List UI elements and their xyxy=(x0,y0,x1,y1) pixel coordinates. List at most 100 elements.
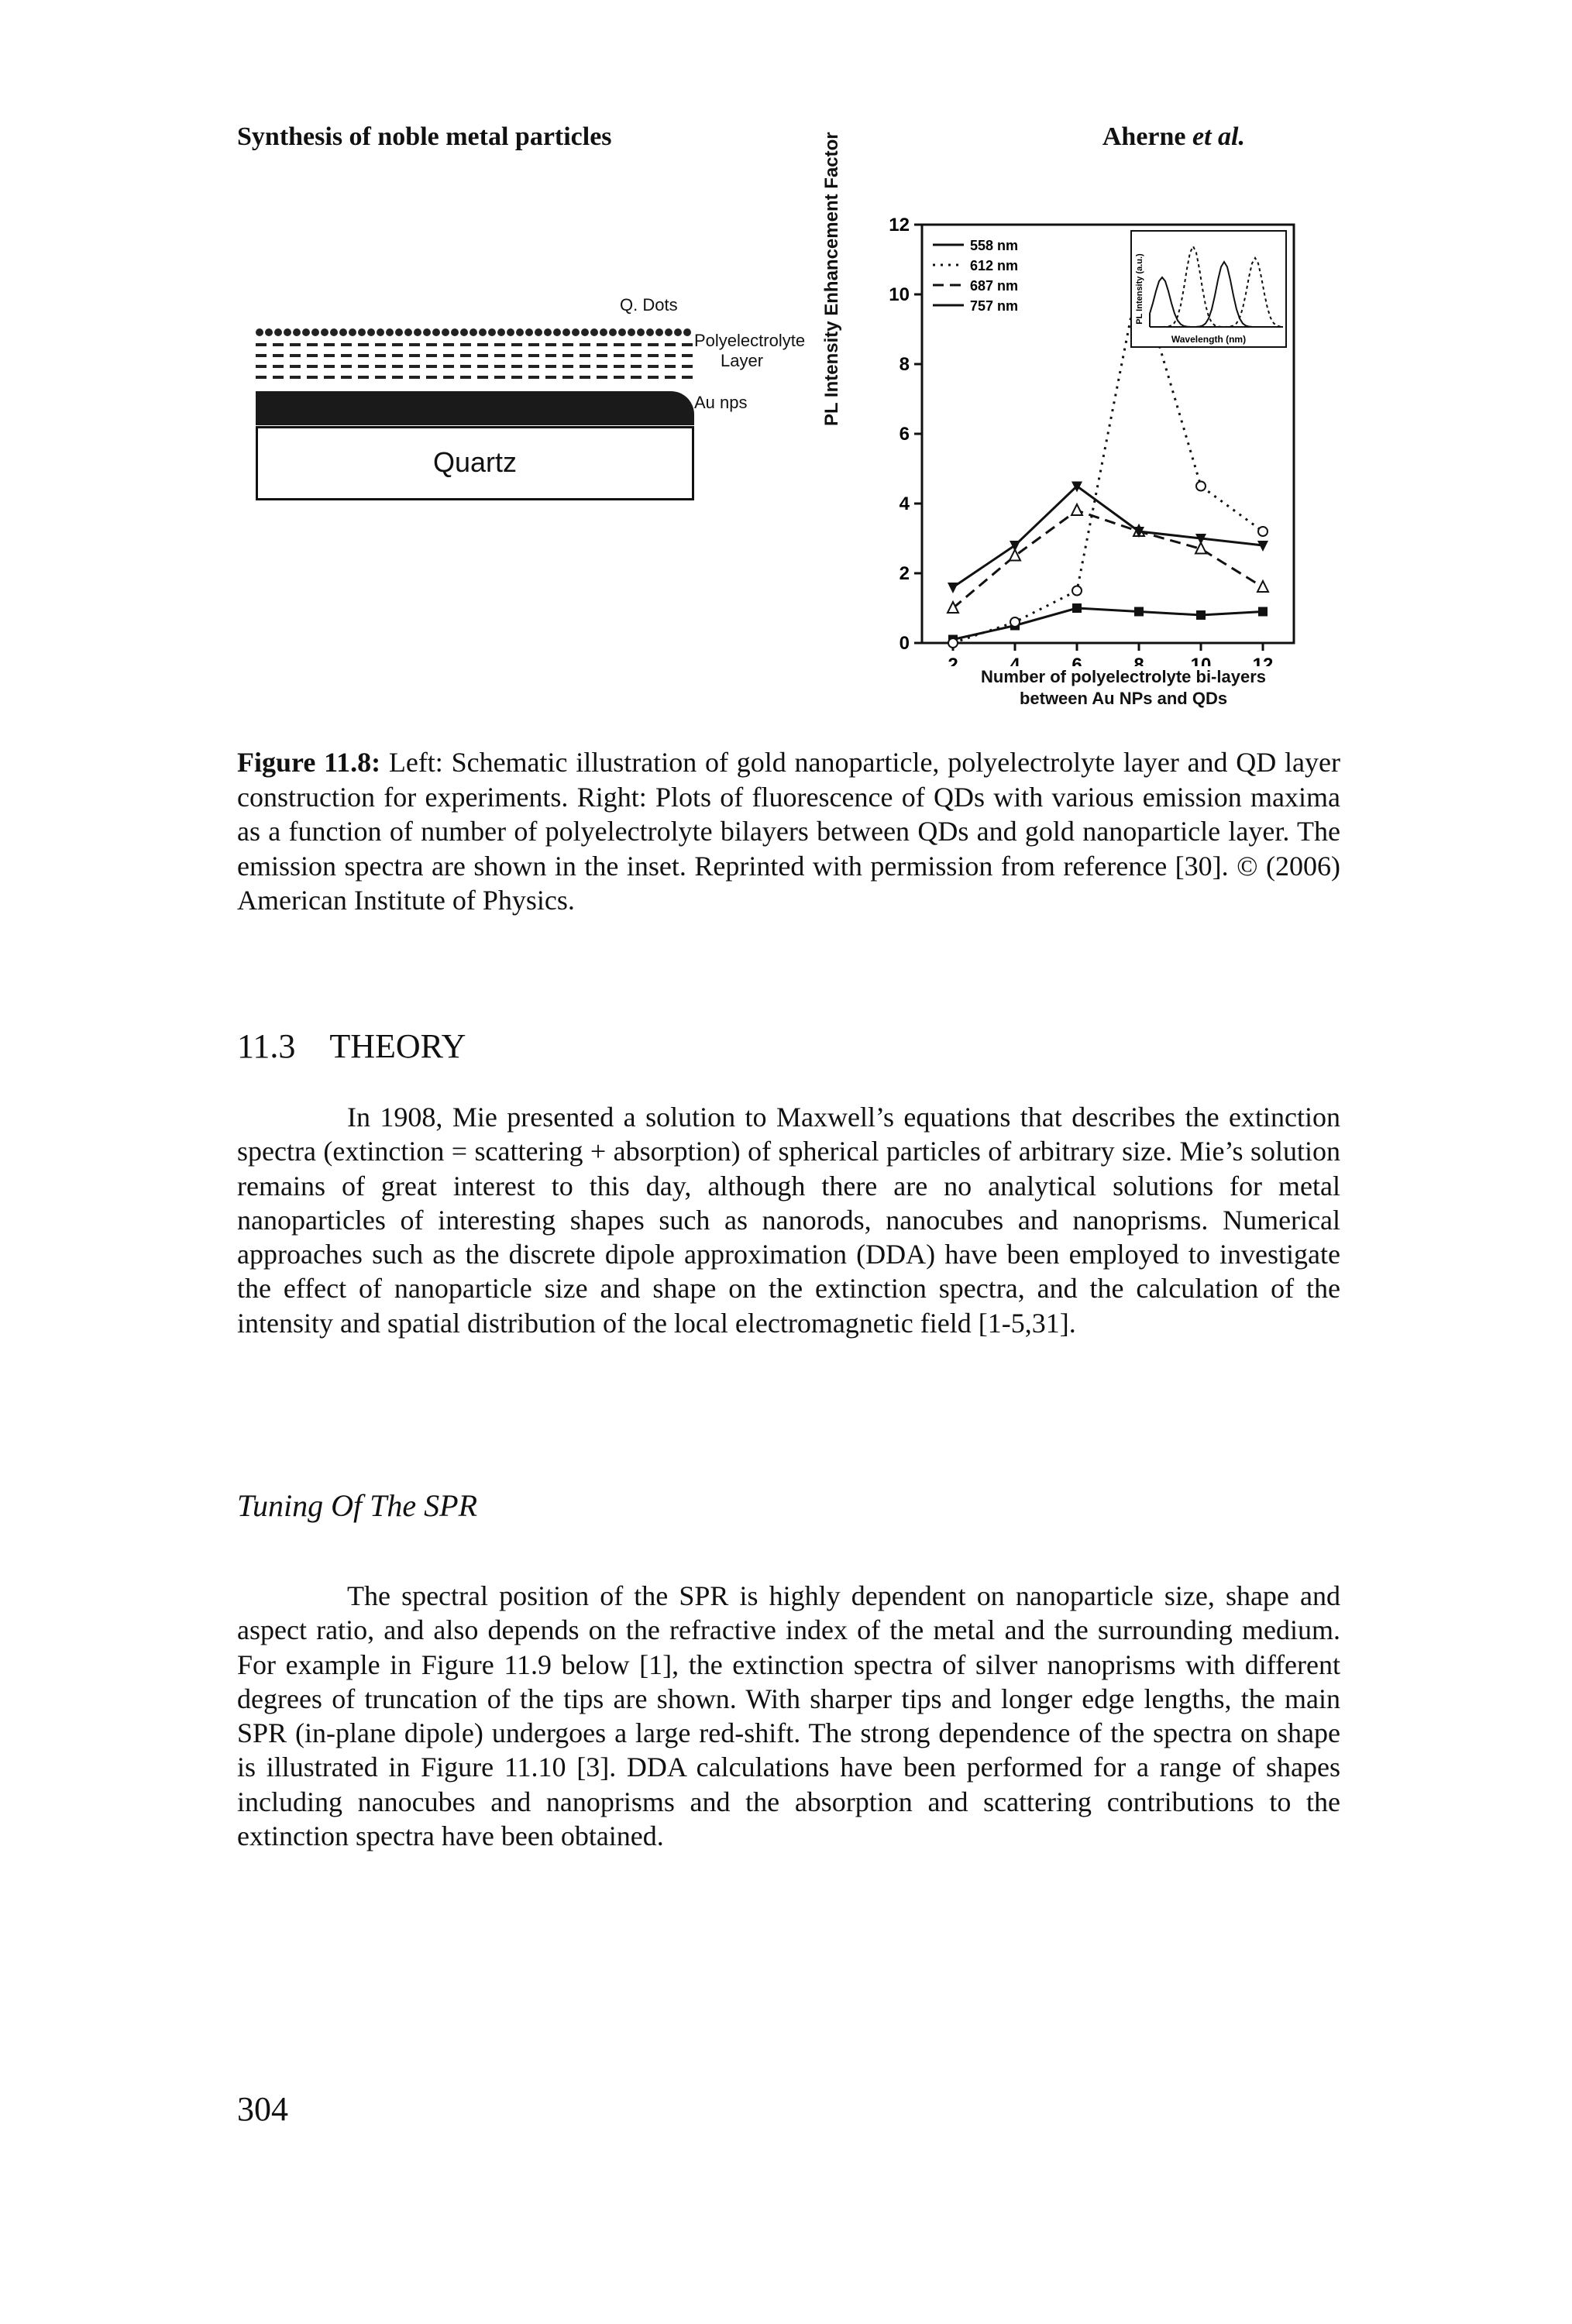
data-point xyxy=(1070,502,1084,516)
qd-dot xyxy=(367,328,375,336)
qd-dot xyxy=(674,328,682,336)
polyelectrolyte-layers xyxy=(256,343,694,379)
x-tick-label: 12 xyxy=(1253,655,1274,666)
qd-dot xyxy=(590,328,598,336)
caption-text: Left: Schematic illustration of gold nan… xyxy=(237,747,1340,916)
data-point xyxy=(1196,610,1206,620)
legend-label: 687 nm xyxy=(970,278,1018,294)
qd-dot xyxy=(395,328,403,336)
qd-dot xyxy=(274,328,282,336)
section-heading: 11.3 THEORY xyxy=(237,1026,466,1066)
y-tick-label: 8 xyxy=(900,354,910,375)
inset-spectrum xyxy=(1150,256,1284,328)
data-point xyxy=(1072,481,1082,493)
qd-dot xyxy=(535,328,542,336)
x-tick-label: 10 xyxy=(1191,655,1212,666)
paragraph-spr-tuning: The spectral position of the SPR is high… xyxy=(237,1580,1340,1852)
qd-dot xyxy=(377,328,384,336)
data-point xyxy=(948,583,958,593)
qd-dot xyxy=(321,328,329,336)
paragraph-mie-theory: In 1908, Mie presented a solution to Max… xyxy=(237,1102,1340,1339)
qd-dot xyxy=(572,328,580,336)
data-point xyxy=(1256,579,1270,593)
qd-dot xyxy=(683,328,691,336)
qd-dot xyxy=(404,328,412,336)
qd-dot xyxy=(265,328,273,336)
data-point xyxy=(946,600,960,614)
author-name: Aherne xyxy=(1102,122,1186,151)
qd-dot xyxy=(470,328,477,336)
series-line-0 xyxy=(952,607,1264,641)
qd-dot xyxy=(497,328,505,336)
figure-label: Figure 11.8: xyxy=(237,747,381,778)
inset-spectrum xyxy=(1150,260,1283,328)
series-line-1 xyxy=(952,277,1264,645)
data-point xyxy=(948,638,958,648)
legend-label: 558 nm xyxy=(970,238,1018,253)
running-header-title: Synthesis of noble metal particles xyxy=(237,122,612,151)
qd-dot xyxy=(581,328,589,336)
subheading: Tuning Of The SPR xyxy=(237,1488,478,1523)
qd-dot xyxy=(637,328,645,336)
qd-dot xyxy=(646,328,654,336)
data-point xyxy=(1257,526,1268,537)
x-tick-label: 4 xyxy=(1010,655,1020,666)
page-number: 304 xyxy=(237,2090,288,2128)
qd-dot xyxy=(358,328,366,336)
series-line-2 xyxy=(952,509,1264,610)
data-point xyxy=(1257,541,1268,552)
qd-dot xyxy=(414,328,421,336)
x-axis-label-line1: Number of polyelectrolyte bi-layers xyxy=(981,667,1266,686)
qd-dot xyxy=(432,328,440,336)
inset-y-label: PL Intensity (a.u.) xyxy=(1135,253,1144,325)
author-etal: et al. xyxy=(1192,122,1245,151)
qd-dot xyxy=(423,328,431,336)
data-point xyxy=(1010,541,1020,552)
data-point xyxy=(1008,548,1022,562)
y-tick-label: 4 xyxy=(900,493,910,514)
qd-dot xyxy=(256,328,263,336)
qd-label: Q. Dots xyxy=(620,295,678,315)
data-point xyxy=(1195,480,1206,492)
y-tick-label: 2 xyxy=(900,563,910,584)
data-point xyxy=(1072,585,1082,596)
quartz-substrate xyxy=(256,426,694,500)
qd-dot xyxy=(618,328,626,336)
qd-dot xyxy=(562,328,570,336)
section-title: THEORY xyxy=(329,1027,466,1065)
y-tick-label: 10 xyxy=(889,284,910,305)
qd-dot xyxy=(311,328,319,336)
qd-dot xyxy=(544,328,552,336)
gold-nanoparticle-layer xyxy=(256,391,694,425)
chart-y-axis-label: PL Intensity Enhancement Factor xyxy=(821,132,842,426)
qd-dot xyxy=(655,328,663,336)
qd-dot xyxy=(460,328,468,336)
qd-dot xyxy=(386,328,394,336)
qd-dots-row xyxy=(256,328,691,336)
polyelectrolyte-label: Polyelectrolyte xyxy=(694,331,806,350)
data-point xyxy=(1194,541,1208,555)
data-point xyxy=(1134,607,1144,617)
qd-dot xyxy=(600,328,607,336)
data-point xyxy=(1133,527,1144,538)
chart-x-axis-label: Number of polyelectrolyte bi-layers betw… xyxy=(914,666,1333,710)
qd-dot xyxy=(525,328,533,336)
layer-schematic: Quartz Q. Dots Polyelectrolyte Layer Au … xyxy=(256,279,806,504)
legend-label: 757 nm xyxy=(970,298,1018,314)
qd-dot xyxy=(665,328,672,336)
x-tick-label: 8 xyxy=(1133,655,1144,666)
qd-dot xyxy=(339,328,347,336)
section-number: 11.3 xyxy=(237,1027,296,1065)
data-point xyxy=(1010,617,1020,627)
layer-label: Layer xyxy=(721,351,764,370)
data-point xyxy=(1072,603,1082,613)
running-header-author: Aherne et al. xyxy=(1102,122,1245,152)
inset-x-label: Wavelength (nm) xyxy=(1171,334,1246,345)
qd-dot xyxy=(330,328,338,336)
qd-dot xyxy=(507,328,514,336)
figure-caption: Figure 11.8: Left: Schematic illustratio… xyxy=(237,745,1340,918)
qd-dot xyxy=(349,328,356,336)
qd-dot xyxy=(488,328,496,336)
